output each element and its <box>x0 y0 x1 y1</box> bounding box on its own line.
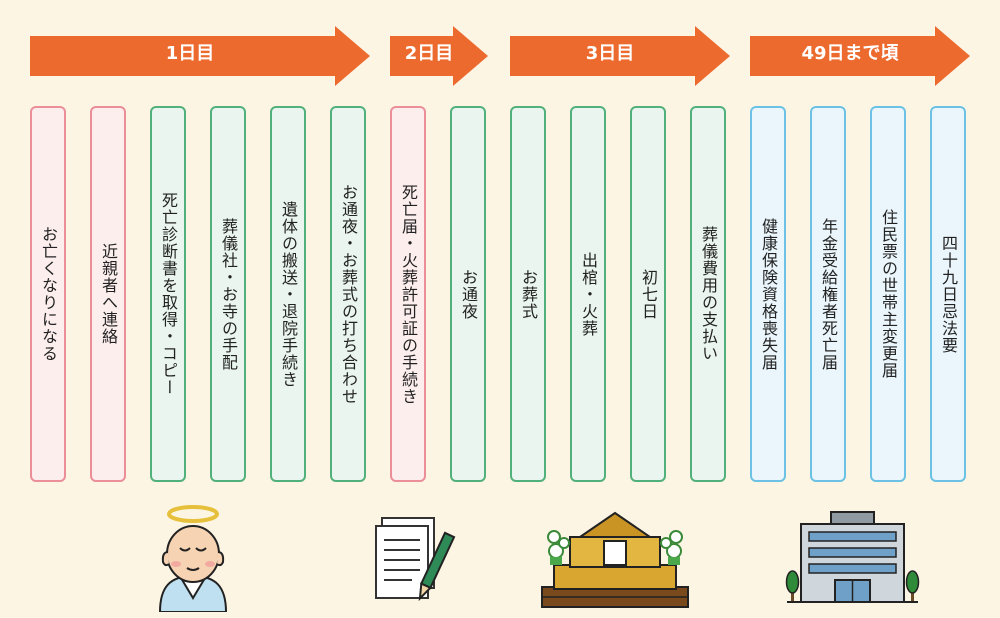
altar-icon <box>541 511 689 608</box>
step-card-cremation: 出棺・火葬 <box>570 106 606 482</box>
step-card-death-certificate: 死亡診断書を取得・コピー <box>150 106 186 482</box>
step-card-transport-discharge: 遺体の搬送・退院手続き <box>270 106 306 482</box>
step-card-resident-record: 住民票の世帯主変更届 <box>870 106 906 482</box>
step-label: 出棺・火葬 <box>579 251 598 337</box>
step-label: 遺体の搬送・退院手続き <box>279 200 298 388</box>
step-card-pension: 年金受給権者死亡届 <box>810 106 846 482</box>
step-card-contact-relatives: 近親者へ連絡 <box>90 106 126 482</box>
arrow-shape <box>510 26 730 86</box>
step-label: 四十九日忌法要 <box>939 234 958 354</box>
phase-label: 3日目 <box>585 43 635 64</box>
step-card-funeral-payment: 葬儀費用の支払い <box>690 106 726 482</box>
step-label: 健康保険資格喪失届 <box>759 217 778 371</box>
step-card-funeral: お葬式 <box>510 106 546 482</box>
phase-arrow-day3: 3日目 <box>510 26 730 86</box>
step-label: 近親者へ連絡 <box>99 243 118 345</box>
arrow-shape <box>750 26 970 86</box>
phase-label: 1日目 <box>165 43 215 64</box>
phase-label: 2日目 <box>404 43 454 64</box>
step-label: お通夜 <box>459 268 478 320</box>
step-label: 死亡届・火葬許可証の手続き <box>399 183 418 405</box>
phase-arrow-day1: 1日目 <box>30 26 370 86</box>
step-label: 葬儀費用の支払い <box>699 226 718 362</box>
step-card-insurance: 健康保険資格喪失届 <box>750 106 786 482</box>
step-card-arrange-funeral: 葬儀社・お寺の手配 <box>210 106 246 482</box>
government-building-icon <box>785 511 920 603</box>
step-card-pass-away: お亡くなりになる <box>30 106 66 482</box>
step-label: 住民票の世帯主変更届 <box>879 209 898 379</box>
phase-label: 49日まで頃 <box>801 43 899 64</box>
arrow-shape <box>30 26 370 86</box>
step-label: 死亡診断書を取得・コピー <box>159 192 178 396</box>
step-label: お亡くなりになる <box>39 226 58 362</box>
step-card-seventh-day: 初七日 <box>630 106 666 482</box>
step-label: お葬式 <box>519 268 538 320</box>
arrow-shape <box>390 26 488 86</box>
phase-arrow-day49: 49日まで頃 <box>750 26 970 86</box>
phase-arrow-day2: 2日目 <box>390 26 488 86</box>
step-label: 葬儀社・お寺の手配 <box>219 217 238 371</box>
step-label: 年金受給権者死亡届 <box>819 217 838 371</box>
step-label: お通夜・お葬式の打ち合わせ <box>339 183 358 405</box>
documents-pen-icon <box>375 517 456 602</box>
step-label: 初七日 <box>639 268 658 320</box>
step-card-49th-day: 四十九日忌法要 <box>930 106 966 482</box>
step-card-death-notice: 死亡届・火葬許可証の手続き <box>390 106 426 482</box>
step-card-wake: お通夜 <box>450 106 486 482</box>
step-card-funeral-meeting: お通夜・お葬式の打ち合わせ <box>330 106 366 482</box>
deceased-person-icon <box>158 505 228 612</box>
